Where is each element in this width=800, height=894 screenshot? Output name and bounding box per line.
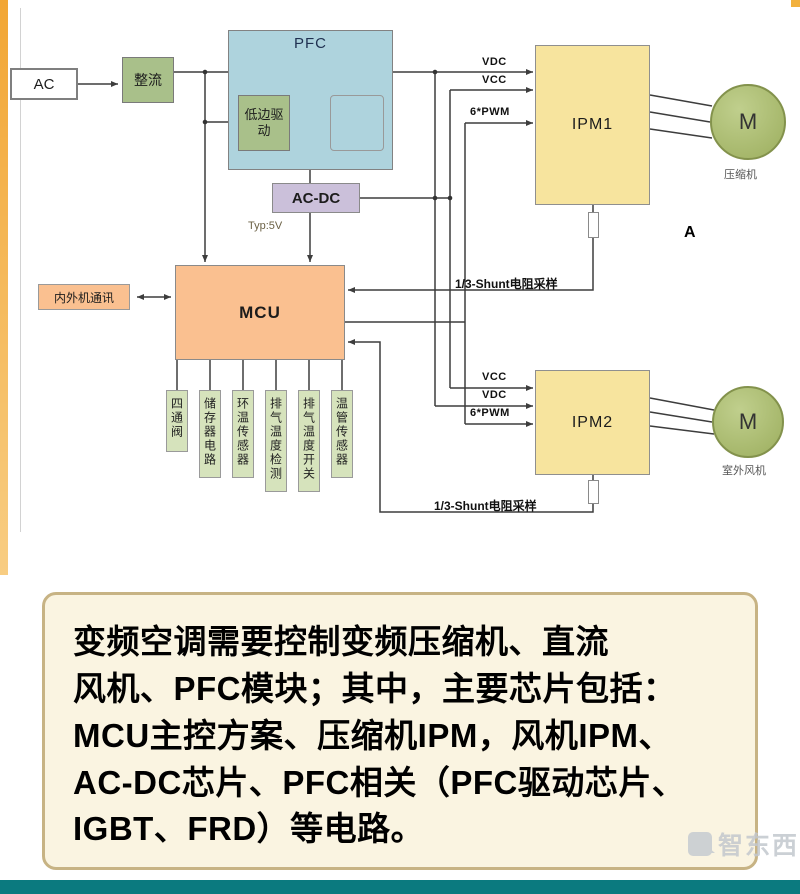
caption-line: IGBT、FRD）等电路。 (73, 810, 425, 848)
caption-line: 风机、PFC模块；其中，主要芯片包括： (73, 669, 677, 707)
pfc-title: PFC (294, 35, 327, 52)
ipm1-pwm-label: 6*PWM (470, 106, 510, 118)
ipm1-vcc-label: VCC (482, 74, 507, 86)
caption-line: AC-DC芯片、PFC相关（PFC驱动芯片、 (73, 763, 686, 801)
caption-line: 变频空调需要控制变频压缩机、直流 (73, 623, 609, 660)
low-side-driver-box: 低边驱动 (238, 95, 290, 151)
acdc-box: AC-DC (272, 183, 360, 213)
ipm1-vdc-label: VDC (482, 56, 507, 68)
outdoor-fan-motor: M (712, 386, 784, 458)
peripheral-exhaust-temp-detect: 排气温度检测 (265, 390, 287, 492)
ac-input-box: AC (10, 68, 78, 100)
ipm2-box: IPM2 (535, 370, 650, 475)
corner-mark (791, 0, 800, 7)
ipm2-vdc-label: VDC (482, 389, 507, 401)
peripheral-ambient-temp-sensor: 环温传感器 (232, 390, 254, 478)
caption-line: MCU主控方案、压缩机IPM，风机IPM、 (73, 716, 672, 754)
motor2-letter: M (738, 409, 758, 434)
zhidx-watermark: 智东西 (688, 826, 799, 862)
peripheral-memory-circuit: 储存器电路 (199, 390, 221, 478)
rectifier-box: 整流 (122, 57, 174, 103)
ac-label: AC (33, 75, 55, 93)
peripheral-pipe-temp-sensor: 温管传感器 (331, 390, 353, 478)
blank-patch (717, 243, 797, 260)
typ-5v-label: Typ:5V (248, 220, 283, 232)
ipm1-label: IPM1 (571, 116, 614, 133)
outdoor-fan-label: 室外风机 (722, 465, 766, 477)
mcu-label: MCU (239, 302, 281, 322)
low-side-driver-label: 低边驱动 (244, 106, 284, 138)
ipm1-box: IPM1 (535, 45, 650, 205)
rectifier-label: 整流 (134, 72, 162, 88)
caption-box: 变频空调需要控制变频压缩机、直流 风机、PFC模块；其中，主要芯片包括： MCU… (42, 592, 758, 870)
compressor-motor: M (710, 84, 786, 160)
zhidx-logo-icon (688, 832, 715, 856)
peripheral-exhaust-temp-switch: 排气温度开关 (298, 390, 320, 492)
bottom-accent-bar (0, 880, 800, 894)
mosfet-box (330, 95, 384, 151)
shunt-resistor-2 (588, 480, 599, 504)
peripheral-four-way-valve: 四通阀 (166, 390, 188, 452)
ipm2-shunt-label: 1/3-Shunt电阻采样 (434, 499, 537, 513)
mcu-box: MCU (175, 265, 345, 360)
left-accent-stripe (0, 0, 8, 575)
comm-label: 内外机通讯 (53, 290, 114, 305)
marker-a-label: A (684, 224, 696, 241)
frame-line (20, 8, 21, 532)
ipm2-vcc-label: VCC (482, 371, 507, 383)
indoor-outdoor-comm-box: 内外机通讯 (38, 284, 130, 310)
shunt-resistor-1 (588, 212, 599, 238)
acdc-label: AC-DC (291, 189, 341, 207)
ipm1-shunt-label: 1/3-Shunt电阻采样 (455, 277, 558, 291)
ipm2-label: IPM2 (571, 413, 614, 431)
motor1-letter: M (738, 109, 758, 134)
compressor-label: 压缩机 (724, 169, 757, 181)
ipm2-pwm-label: 6*PWM (470, 407, 510, 419)
zhidx-watermark-text: 智东西 (718, 832, 800, 860)
